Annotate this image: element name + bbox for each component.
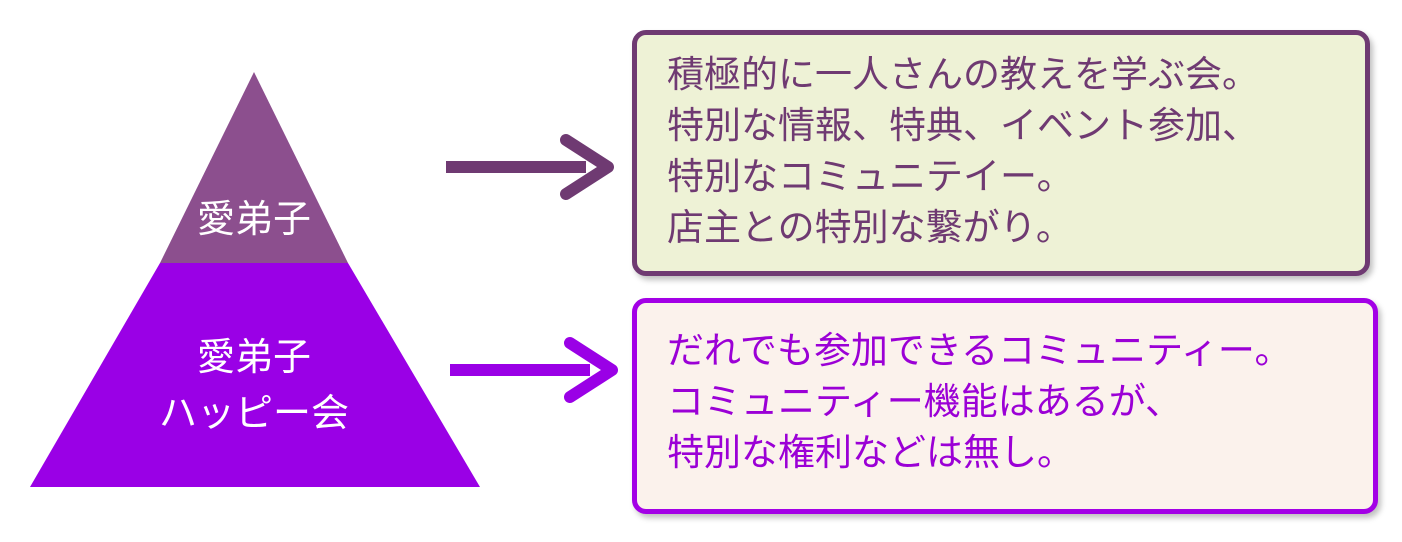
pyramid-bottom-label-line1: 愛弟子 xyxy=(197,335,311,379)
box-top-line: 特別な情報、特典、イベント参加、 xyxy=(667,104,1259,147)
box-bottom-line: だれでも参加できるコミュニティー。 xyxy=(667,329,1292,372)
pyramid-bottom-tier xyxy=(30,263,480,487)
pyramid-top-tier xyxy=(160,72,348,263)
box-top-line: 特別なコミュニテイー。 xyxy=(667,155,1074,198)
pyramid-top-label: 愛弟子 xyxy=(197,197,311,241)
arrow-to-top-box xyxy=(446,134,614,200)
community-description-box: だれでも参加できるコミュニティー。 コミュニティー機能はあるが、 特別な権利など… xyxy=(632,298,1378,514)
premium-member-description-box: 積極的に一人さんの教えを学ぶ会。 特別な情報、特典、イベント参加、 特別なコミュ… xyxy=(632,30,1370,276)
box-top-line: 積極的に一人さんの教えを学ぶ会。 xyxy=(667,53,1259,96)
box-bottom-line: 特別な権利などは無し。 xyxy=(667,431,1074,474)
box-bottom-line: コミュニティー機能はあるが、 xyxy=(667,380,1183,423)
box-top-line: 店主との特別な繋がり。 xyxy=(667,206,1073,249)
arrow-to-bottom-box xyxy=(450,337,618,403)
pyramid-bottom-label-line2: ハッピー会 xyxy=(159,391,349,435)
